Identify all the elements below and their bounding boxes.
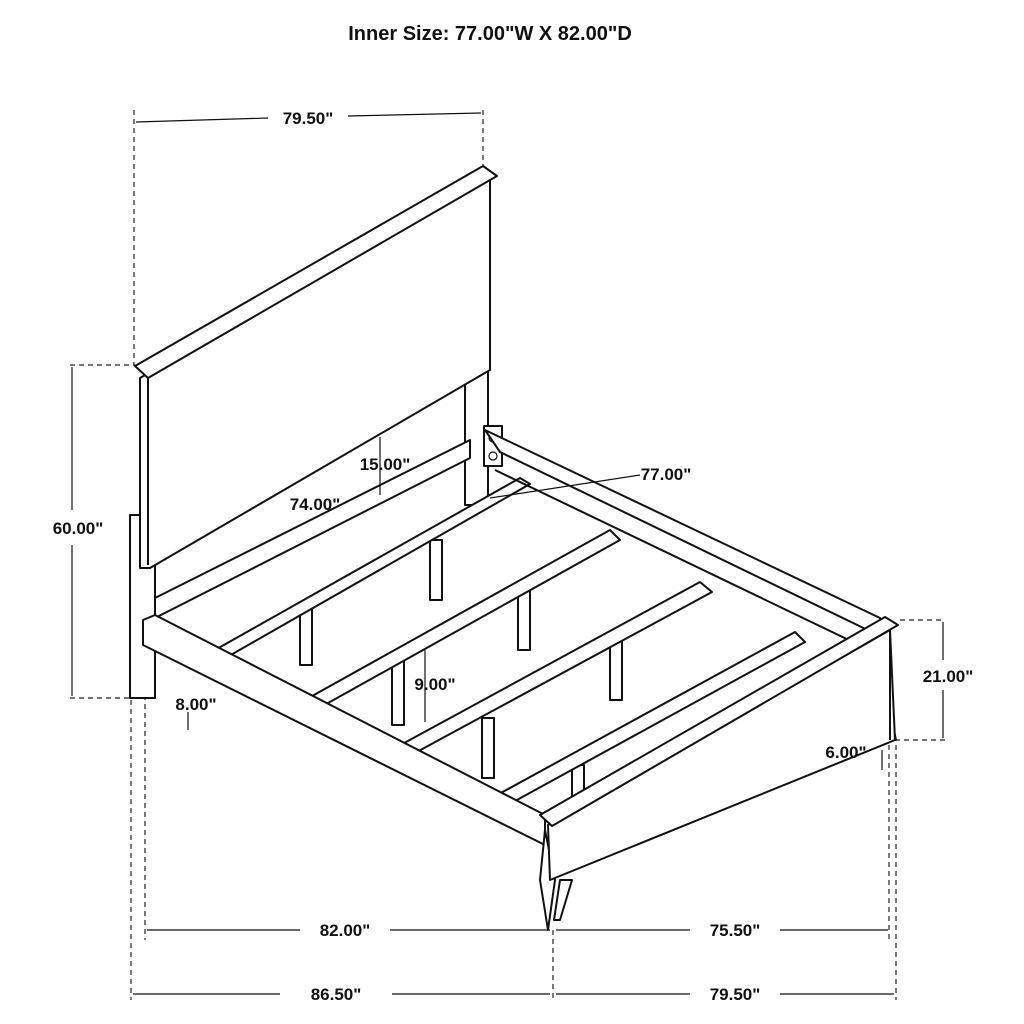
center-support-label: 9.00" xyxy=(414,675,455,694)
foot-clearance-label: 6.00" xyxy=(825,743,866,762)
head-clearance-label: 8.00" xyxy=(175,695,216,714)
overall-width-label: 79.50" xyxy=(710,985,761,1004)
overall-length-label: 86.50" xyxy=(311,985,362,1004)
inner-width-label: 77.00" xyxy=(641,465,692,484)
dimension-lines xyxy=(71,112,944,995)
panel-gap-label: 15.00" xyxy=(360,455,411,474)
extension-lines xyxy=(70,110,945,1000)
footboard-height-label: 21.00" xyxy=(923,667,974,686)
headboard-width-label: 79.50" xyxy=(283,109,334,128)
slats xyxy=(214,469,881,813)
footboard-width-label: 75.50" xyxy=(710,921,761,940)
rail-length-label: 82.00" xyxy=(320,921,371,940)
head-rail xyxy=(154,439,471,619)
overall-height-label: 60.00" xyxy=(53,519,104,538)
inner-rail-length-label: 74.00" xyxy=(290,495,341,514)
footboard xyxy=(539,616,899,931)
headboard xyxy=(129,165,503,699)
inner-size-title: Inner Size: 77.00"W X 82.00"D xyxy=(348,23,632,45)
